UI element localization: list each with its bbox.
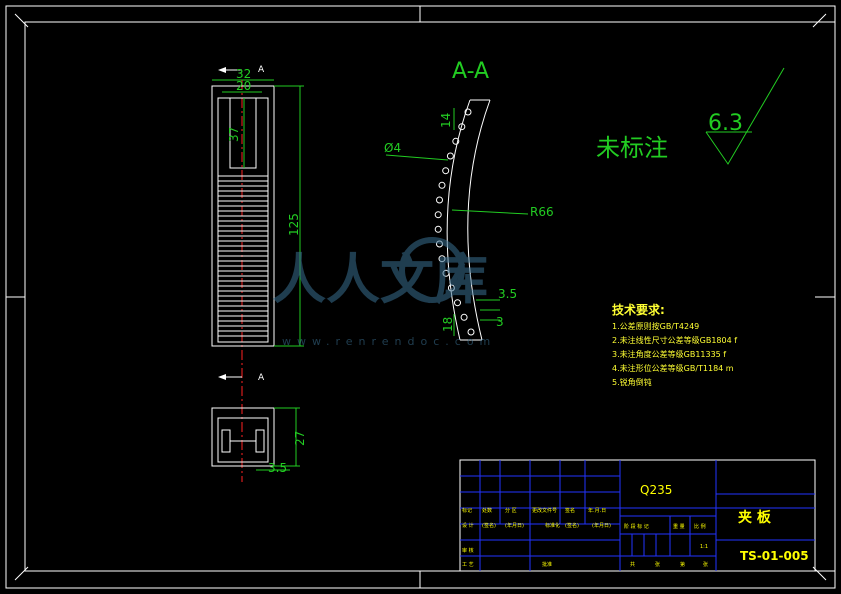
view-marker-label-top: A <box>258 65 265 75</box>
tb-row2-label-2: (年月日) <box>505 522 524 529</box>
tb-sheet-num-unit: 张 <box>703 561 708 568</box>
tech-item-1: 1.公差原则按GB/T4249 <box>612 321 699 331</box>
tb-row-label-4: 签名 <box>565 507 575 514</box>
watermark-url: www.renrendoc.com <box>282 335 496 348</box>
section-hole <box>452 137 460 145</box>
section-label: A-A <box>452 59 489 84</box>
tb-drawing-number: TS-01-005 <box>740 549 809 563</box>
tb-row2-label-1: (签名) <box>482 522 496 529</box>
section-hole <box>442 167 450 175</box>
tech-item-2: 2.未注线性尺寸公差等级GB1804 f <box>612 335 737 345</box>
tb-material: Q235 <box>640 483 672 497</box>
tech-requirements-title: 技术要求: <box>612 302 665 317</box>
dim-inner-width: 20 <box>236 79 251 93</box>
tb-sheet-total-unit: 张 <box>655 561 660 568</box>
view-marker-label-bottom: A <box>258 373 265 383</box>
view-marker-top: A <box>218 65 265 75</box>
bottom-view <box>211 407 275 467</box>
front-view <box>211 85 275 347</box>
tb-weight-label: 重 量 <box>673 523 685 530</box>
section-hole <box>464 108 472 116</box>
tb-sheet-num-label: 第 <box>680 561 685 568</box>
watermark: 人人文库 www.renrendoc.com <box>272 237 496 348</box>
unmarked-note: 未标注 <box>596 134 668 162</box>
dimensions: 32 20 37 125 27 3.5 Ø4 R66 14 3.5 18 3 <box>212 67 554 475</box>
tech-item-5: 5.锐角倒钝 <box>612 377 652 387</box>
tb-sheet-total-label: 共 <box>630 561 635 568</box>
section-view <box>434 99 491 341</box>
tb-left-label-0: 审 核 <box>462 547 474 554</box>
section-hole <box>460 313 468 321</box>
tb-scale-label: 比 例 <box>694 523 706 530</box>
dim-bottom-offset: 3.5 <box>268 461 287 475</box>
tb-row-label-3: 更改文件号 <box>532 507 557 514</box>
section-hole <box>434 211 442 219</box>
dim-slot-depth: 37 <box>227 127 241 142</box>
tb-row-label-2: 分 区 <box>505 507 517 514</box>
dim-radius: R66 <box>530 205 554 219</box>
section-hole <box>446 152 454 160</box>
tb-row-label-5: 年.月.日 <box>588 507 606 514</box>
section-hole <box>438 181 446 189</box>
watermark-text: 人人文库 <box>272 248 488 311</box>
drawing-frame <box>5 5 836 589</box>
tech-requirements: 技术要求: 1.公差原则按GB/T4249 2.未注线性尺寸公差等级GB1804… <box>612 302 737 387</box>
section-hole <box>458 123 466 131</box>
dim-bottom-height: 27 <box>293 431 307 446</box>
section-hole <box>438 255 446 263</box>
section-hole <box>467 328 475 336</box>
dim-bottom-a: 3.5 <box>498 287 517 301</box>
dim-top-width: 32 <box>236 67 251 81</box>
tb-approve-label: 批准 <box>542 561 552 568</box>
tb-scale-value: 1:1 <box>700 544 708 550</box>
front-ribs <box>218 175 268 337</box>
section-hole <box>454 299 461 307</box>
tb-row2-label-5: (年月日) <box>592 522 611 529</box>
dim-bottom-b: 18 <box>441 317 455 332</box>
dim-bottom-c: 3 <box>496 315 504 329</box>
roughness-symbol: 6.3 <box>705 67 785 165</box>
roughness-value: 6.3 <box>708 111 743 136</box>
dim-top-offset: 14 <box>439 113 453 128</box>
section-hole <box>436 196 443 204</box>
tb-row2-label-4: (签名) <box>565 522 579 529</box>
tech-item-4: 4.未注形位公差等级GB/T1184 m <box>612 363 734 373</box>
section-hole <box>434 225 442 233</box>
tb-row-label-0: 标记 <box>462 507 472 514</box>
tb-stage-label: 阶 段 标 记 <box>624 523 649 530</box>
tech-item-3: 3.未注角度公差等级GB11335 f <box>612 349 726 359</box>
tb-row2-label-3: 标准化 <box>545 522 560 529</box>
title-block: 标记 处数 分 区 更改文件号 签名 年.月.日 设 计 (签名) (年月日) … <box>459 459 816 572</box>
tb-row2-label-0: 设 计 <box>462 522 474 529</box>
tb-left-label-1: 工 艺 <box>462 562 474 568</box>
section-hole <box>442 269 450 277</box>
tb-part-name: 夹 板 <box>738 509 772 526</box>
dim-height: 125 <box>287 213 301 236</box>
view-marker-bottom: A <box>218 373 265 383</box>
dim-diameter: Ø4 <box>384 141 401 155</box>
tb-row-label-1: 处数 <box>482 507 492 514</box>
